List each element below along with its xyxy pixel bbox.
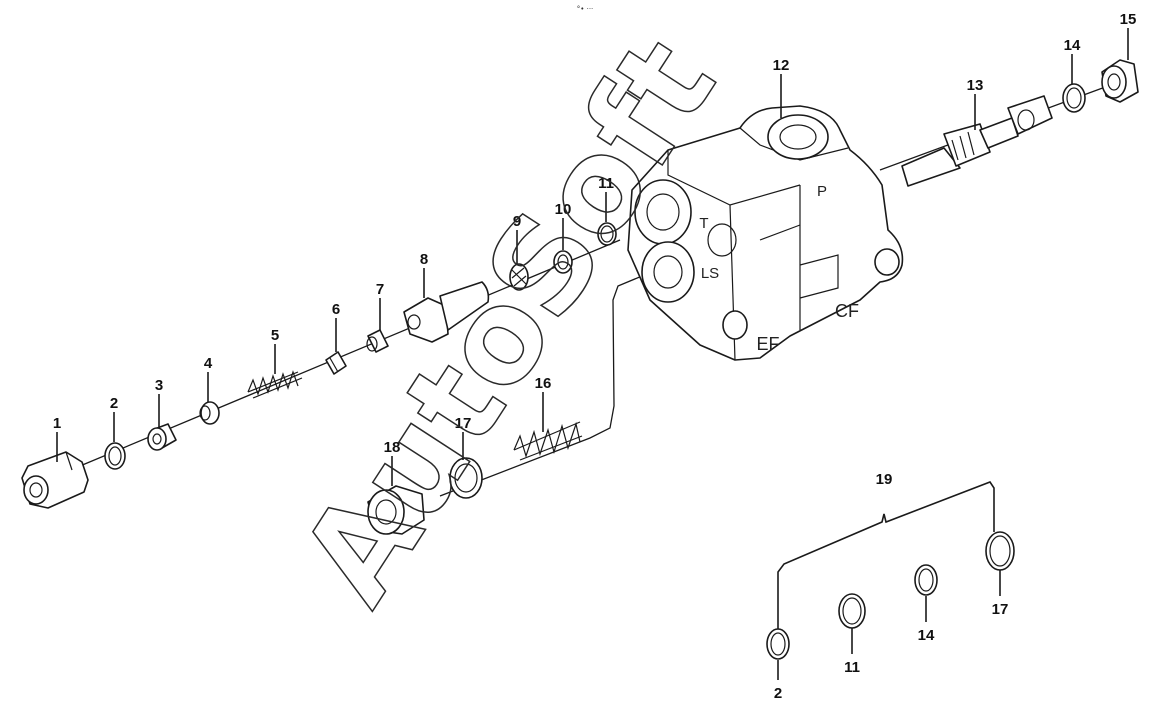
- kit-o-ring-11: [838, 593, 866, 629]
- callout-3: 3: [155, 377, 163, 394]
- callout-10: 10: [555, 201, 572, 218]
- body-mark-cf: CF: [835, 301, 859, 321]
- kit-callout-2: 2: [774, 685, 782, 702]
- callout-17: 17: [455, 415, 472, 432]
- part-3-seat: [147, 423, 177, 451]
- port-mark-ls: LS: [701, 265, 719, 282]
- part-9-screen-filter: [509, 263, 529, 291]
- port-mark-t: T: [699, 215, 708, 232]
- callout-15: 15: [1120, 11, 1137, 28]
- callout-9: 9: [513, 213, 521, 230]
- leader-lines: [56, 28, 1129, 680]
- callout-18: 18: [384, 439, 401, 456]
- callout-13: 13: [967, 77, 984, 94]
- callout-6: 6: [332, 301, 340, 318]
- part-5-spring: [247, 370, 303, 399]
- callout-4: 4: [204, 355, 213, 372]
- part-14-o-ring: [1062, 83, 1086, 113]
- callout-7: 7: [376, 281, 384, 298]
- callout-12: 12: [773, 57, 790, 74]
- kit-callout-11: 11: [844, 659, 860, 676]
- kit-o-ring-2: [766, 628, 790, 660]
- part-4-cap: [199, 401, 220, 425]
- callout-14: 14: [1064, 37, 1081, 54]
- callout-8: 8: [420, 251, 428, 268]
- body-mark-ef: EF: [756, 334, 779, 354]
- part-15-plug: [1101, 59, 1139, 103]
- part-10-washer: [553, 250, 573, 274]
- valve-body-housing: P T LS EF CF: [627, 105, 904, 361]
- part-2-o-ring: [104, 442, 126, 470]
- part-13-spool: [901, 95, 1053, 187]
- part-11-o-ring: [597, 222, 617, 246]
- part-8-relief-cartridge: [403, 281, 490, 343]
- callout-16: 16: [535, 375, 552, 392]
- part-16-spring: [513, 421, 583, 461]
- port-mark-p: P: [817, 183, 827, 200]
- kit-o-ring-17: [985, 531, 1015, 571]
- part-18-plug: [367, 485, 425, 535]
- callout-11: 11: [598, 175, 614, 192]
- part-7-adjuster: [366, 329, 389, 353]
- part-1-hex-fitting: [21, 451, 89, 509]
- part-17-o-ring: [449, 457, 483, 499]
- callout-labels: 1 2 3 4 5 6 7 8 9 10 11 12 13 14 15 16 1…: [53, 11, 1137, 702]
- kit-o-ring-14: [914, 564, 938, 596]
- kit-callout-14: 14: [918, 627, 935, 644]
- callout-19: 19: [876, 471, 893, 488]
- callout-5: 5: [271, 327, 279, 344]
- callout-2: 2: [110, 395, 118, 412]
- header-mark: °• ···: [577, 5, 594, 13]
- seal-kit-19: [766, 481, 1015, 660]
- callout-1: 1: [53, 415, 61, 432]
- part-6-poppet: [325, 351, 347, 375]
- kit-callout-17: 17: [992, 601, 1009, 618]
